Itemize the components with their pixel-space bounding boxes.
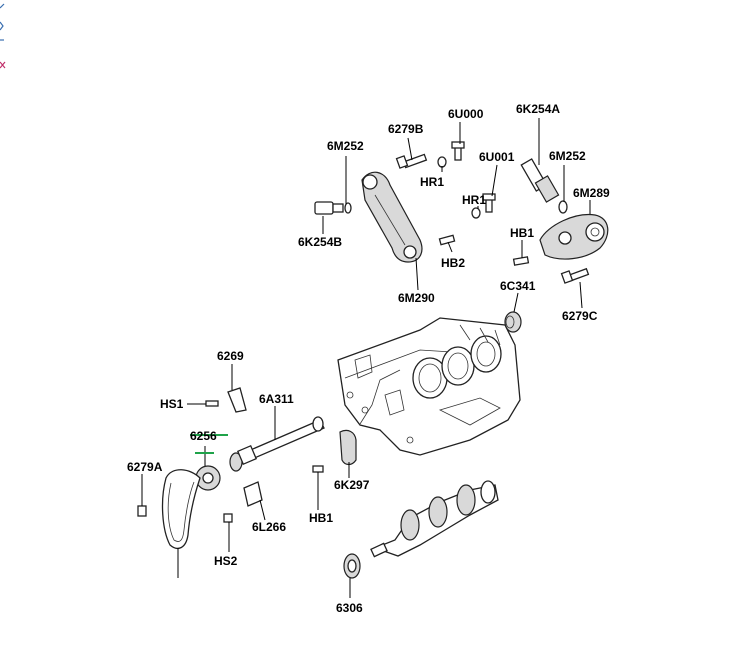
label-6C341: 6C341	[500, 279, 536, 293]
timing-chain	[161, 469, 201, 549]
label-HB1-a: HB1	[510, 226, 534, 240]
tensioner-arm-6M289	[539, 213, 609, 260]
bracket-6L266	[243, 481, 263, 507]
label-6M252-a: 6M252	[327, 139, 364, 153]
bolt-HB1-a	[512, 256, 530, 266]
label-6306: 6306	[336, 601, 363, 615]
label-6M252-b: 6M252	[549, 149, 586, 163]
crankshaft	[370, 480, 499, 558]
balance-shaft-6A311	[229, 416, 325, 472]
label-6U000: 6U000	[448, 107, 484, 121]
sprocket-6306	[343, 553, 361, 579]
plug-6K254B	[314, 201, 344, 215]
seal-6M252-a	[344, 202, 352, 214]
bolt-HB2	[438, 234, 456, 246]
label-6M289: 6M289	[573, 186, 610, 200]
label-6256: 6256	[190, 429, 217, 443]
label-6L266: 6L266	[252, 520, 286, 534]
label-6M290: 6M290	[398, 291, 435, 305]
bolt-HS2	[223, 513, 233, 523]
label-6269: 6269	[217, 349, 244, 363]
bolt-6U001	[482, 193, 496, 213]
bolt-6279A	[137, 505, 147, 517]
label-HR1-a: HR1	[420, 175, 444, 189]
label-HB1-b: HB1	[309, 511, 333, 525]
label-HS1: HS1	[160, 397, 184, 411]
tensioner-6K254A	[520, 158, 560, 203]
label-6279A: 6279A	[127, 460, 163, 474]
cap-6C341	[504, 311, 522, 333]
corner-toolbar-icons	[0, 3, 6, 69]
bolt-6279C	[560, 267, 590, 284]
label-HS2: HS2	[214, 554, 238, 568]
washer-HR1-a	[437, 156, 447, 168]
guide-6K297	[339, 429, 357, 466]
washer-HR1-b	[471, 207, 481, 219]
label-6K254B: 6K254B	[298, 235, 342, 249]
highlight-6256	[190, 434, 228, 454]
bolt-6279B	[395, 153, 428, 169]
label-6A311: 6A311	[259, 392, 294, 406]
bolt-HS1	[205, 400, 219, 407]
label-6K254A: 6K254A	[516, 102, 560, 116]
bolt-6U000	[451, 141, 465, 161]
label-6K297: 6K297	[334, 478, 370, 492]
label-6279C: 6279C	[562, 309, 598, 323]
label-HR1-b: HR1	[462, 193, 486, 207]
sprocket-6256	[195, 465, 221, 491]
engine-block	[337, 317, 521, 456]
leader-lines	[141, 118, 591, 598]
timing-guide-arm-6M290	[361, 171, 423, 263]
label-HB2: HB2	[441, 256, 465, 270]
bolt-HB1-b	[312, 465, 324, 473]
label-6U001: 6U001	[479, 150, 515, 164]
seal-6M252-b	[558, 200, 568, 214]
label-6279B: 6279B	[388, 122, 424, 136]
guide-6269	[227, 387, 247, 413]
